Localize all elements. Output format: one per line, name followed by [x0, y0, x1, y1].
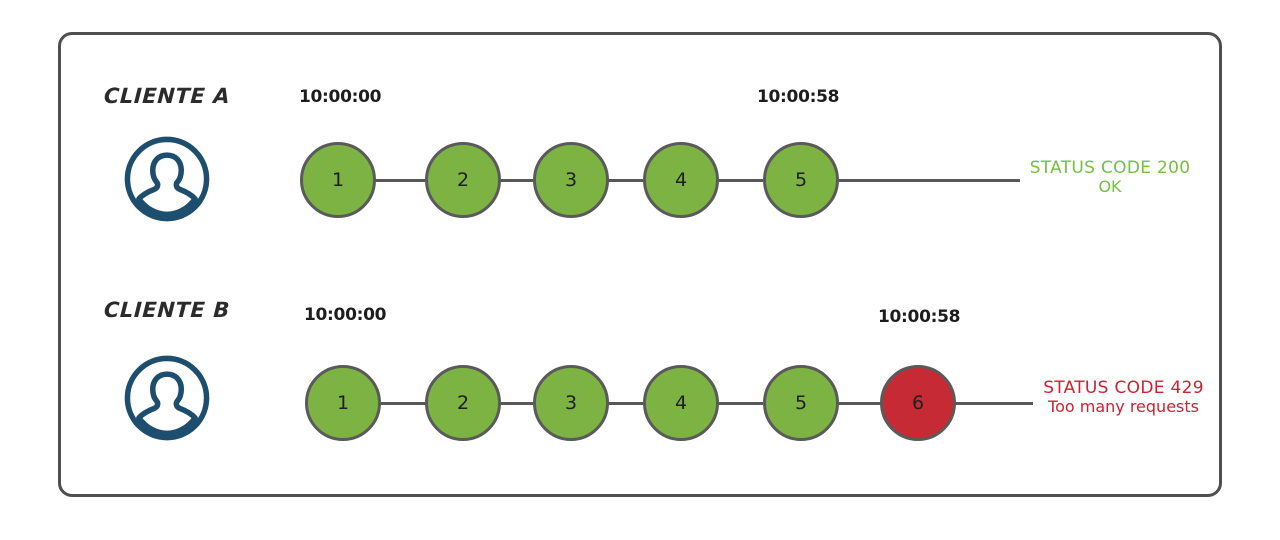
request-node-error[interactable]: 6 [880, 365, 956, 441]
request-node[interactable]: 2 [425, 142, 501, 218]
status-code-line: STATUS CODE 429 [1043, 378, 1204, 398]
request-node[interactable]: 3 [533, 365, 609, 441]
chain-tail [955, 402, 1033, 405]
request-node[interactable]: 5 [763, 142, 839, 218]
chain-tail [835, 179, 1020, 182]
request-node[interactable]: 4 [643, 142, 719, 218]
timestamp-start-b: 10:00:00 [304, 305, 387, 325]
status-text-line: OK [1098, 177, 1122, 197]
request-node[interactable]: 1 [305, 365, 381, 441]
diagram-frame [58, 32, 1222, 497]
user-avatar-icon [121, 352, 213, 444]
status-text-line: Too many requests [1048, 397, 1199, 417]
connector [835, 402, 882, 405]
connector [605, 402, 645, 405]
connector [372, 179, 428, 182]
connector [715, 179, 763, 182]
connector [715, 402, 763, 405]
request-node[interactable]: 1 [300, 142, 376, 218]
status-code-line: STATUS CODE 200 [1029, 158, 1191, 178]
client-label-b: CLIENTE B [103, 298, 231, 322]
status-message-a: STATUS CODE 200 OK [1020, 158, 1200, 197]
client-label-a: CLIENTE A [103, 84, 231, 108]
timestamp-start-a: 10:00:00 [299, 87, 382, 107]
timestamp-end-b: 10:00:58 [878, 307, 961, 327]
request-node[interactable]: 2 [425, 365, 501, 441]
user-avatar-icon [121, 133, 213, 225]
request-node[interactable]: 3 [533, 142, 609, 218]
request-node[interactable]: 5 [763, 365, 839, 441]
connector [377, 402, 427, 405]
connector [605, 179, 645, 182]
request-node[interactable]: 4 [643, 365, 719, 441]
timestamp-end-a: 10:00:58 [757, 87, 840, 107]
connector [497, 179, 537, 182]
status-message-b: STATUS CODE 429 Too many requests [1026, 378, 1221, 417]
request-chain-b: 1 2 3 4 5 6 [305, 365, 1035, 441]
connector [497, 402, 537, 405]
request-chain-a: 1 2 3 4 5 [300, 142, 1020, 218]
